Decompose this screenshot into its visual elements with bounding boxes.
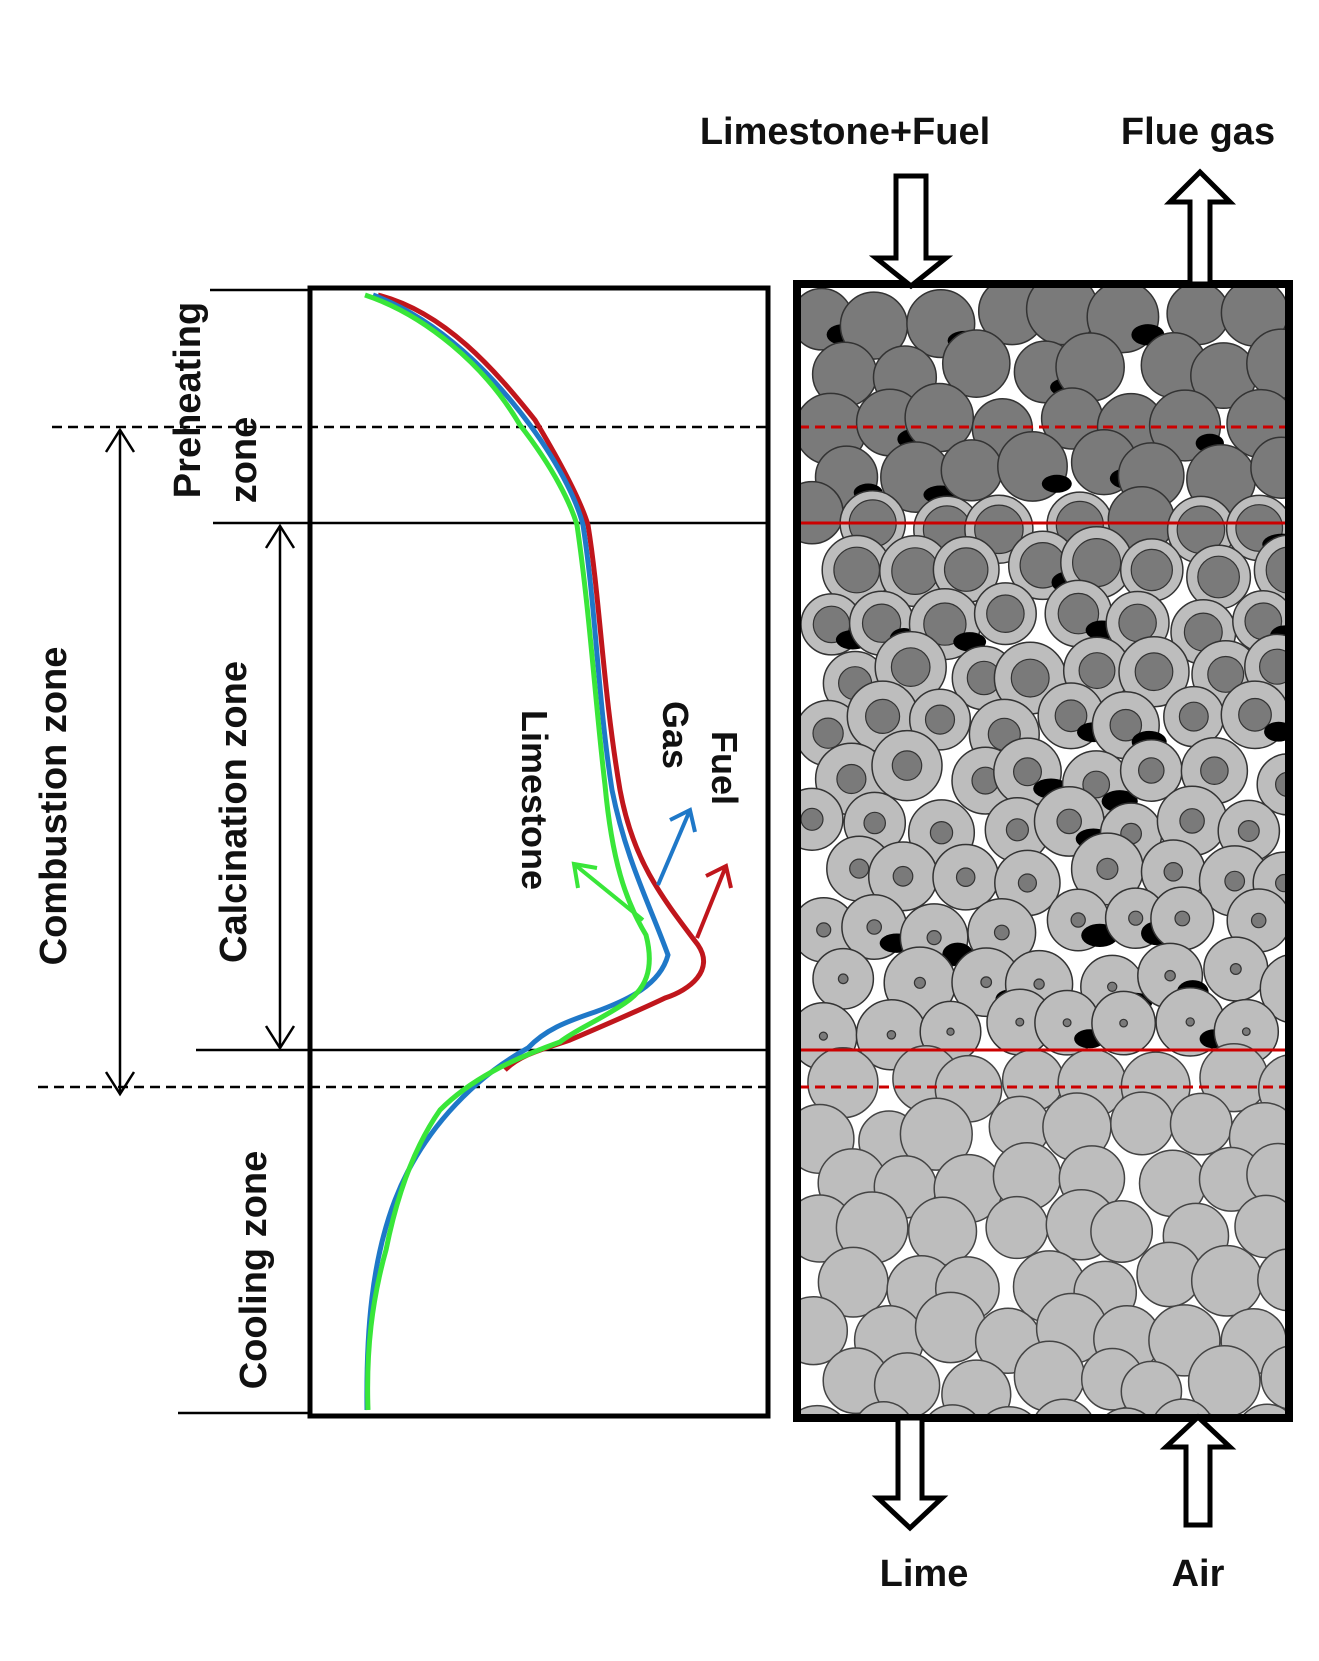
- particle: [1163, 685, 1225, 748]
- particle: [899, 1097, 973, 1171]
- particle: [1120, 1360, 1183, 1416]
- limestone-fuel-label: Limestone+Fuel: [700, 111, 990, 153]
- particle: [812, 947, 875, 1010]
- particle: [927, 1404, 978, 1416]
- particle: [799, 787, 844, 851]
- particle: [1091, 990, 1157, 1056]
- calcination-zone-arrow: [264, 523, 296, 1051]
- particle: [1150, 886, 1215, 951]
- particle: [799, 480, 844, 545]
- particle: [1253, 534, 1287, 606]
- flue-gas-label: Flue gas: [1121, 111, 1275, 153]
- fuel-particle: [1290, 370, 1319, 393]
- particle: [984, 1405, 1034, 1416]
- particle: [1119, 739, 1183, 802]
- particle: [1259, 954, 1287, 1024]
- particle: [914, 1291, 987, 1364]
- lime-outlet-arrow: [871, 1415, 949, 1532]
- particle: [1226, 888, 1287, 953]
- fuel-pointer-arrow: [695, 863, 733, 939]
- fuel-particle: [1303, 995, 1319, 1017]
- preheating-zone-label-line1: Preheating: [167, 302, 209, 498]
- particle: [941, 1359, 1012, 1416]
- particle: [1118, 635, 1190, 708]
- particle: [1090, 1200, 1154, 1263]
- particle: [1187, 1345, 1261, 1416]
- particle: [973, 582, 1037, 646]
- kiln-shaft: [793, 280, 1319, 1422]
- particle: [1110, 1091, 1175, 1156]
- air-label: Air: [1172, 1553, 1225, 1595]
- gas-pointer-arrow: [656, 807, 697, 886]
- particle-bed: [799, 286, 1319, 1416]
- particle: [857, 1401, 911, 1416]
- cooling-zone-label: Cooling zone: [233, 1151, 275, 1390]
- temperature-profile-panel: [38, 285, 771, 1419]
- fuel-particle: [1298, 577, 1319, 598]
- particle: [932, 536, 1000, 604]
- particle: [1257, 1248, 1287, 1312]
- particle: [883, 946, 957, 1020]
- air-inlet-arrow: [1159, 1413, 1237, 1528]
- particle: [1241, 1403, 1287, 1416]
- flue-gas-outlet-arrow: [1163, 168, 1237, 287]
- particle: [1153, 1398, 1212, 1416]
- particle: [1250, 436, 1287, 499]
- particle: [1260, 1345, 1287, 1410]
- calcination-zone-label: Calcination zone: [213, 661, 255, 963]
- particle: [1070, 832, 1144, 906]
- particle: [799, 1296, 849, 1366]
- particle: [799, 1404, 843, 1416]
- particle: [984, 796, 1051, 863]
- particle: [871, 729, 943, 802]
- fuel-particle: [1264, 721, 1287, 742]
- particle: [940, 439, 1003, 502]
- particle: [1246, 328, 1287, 399]
- particle: [1203, 936, 1269, 1002]
- particle: [941, 329, 1011, 398]
- gas-curve-label: Gas: [655, 701, 696, 769]
- particle: [1234, 1194, 1287, 1259]
- particle: [1190, 1244, 1263, 1317]
- particle: [932, 843, 1000, 911]
- fuel-curve-label: Fuel: [704, 731, 745, 805]
- limestone-curve-label: Limestone: [514, 710, 555, 890]
- preheating-zone-label-line2: zone: [223, 417, 265, 504]
- particle: [879, 535, 952, 608]
- particle: [1119, 538, 1184, 602]
- particle: [1186, 544, 1252, 610]
- combustion-zone-arrow: [104, 427, 136, 1097]
- particle: [1034, 1398, 1093, 1416]
- kiln-shaft-wall: [793, 280, 1293, 1422]
- fuel-particle: [1041, 474, 1072, 493]
- limestone-fuel-inlet-arrow: [868, 173, 954, 290]
- combustion-zone-label: Combustion zone: [33, 647, 75, 966]
- fuel-curve: [377, 292, 706, 1072]
- particle: [821, 534, 892, 606]
- particle: [985, 1195, 1049, 1260]
- particle: [1180, 736, 1249, 805]
- limestone-curve: [364, 292, 652, 1411]
- particle: [873, 1352, 941, 1416]
- lime-label: Lime: [880, 1553, 969, 1595]
- particle: [907, 1196, 978, 1266]
- particle: [1256, 753, 1287, 816]
- limestone-pointer-arrow: [571, 861, 645, 922]
- particle: [1169, 1092, 1233, 1156]
